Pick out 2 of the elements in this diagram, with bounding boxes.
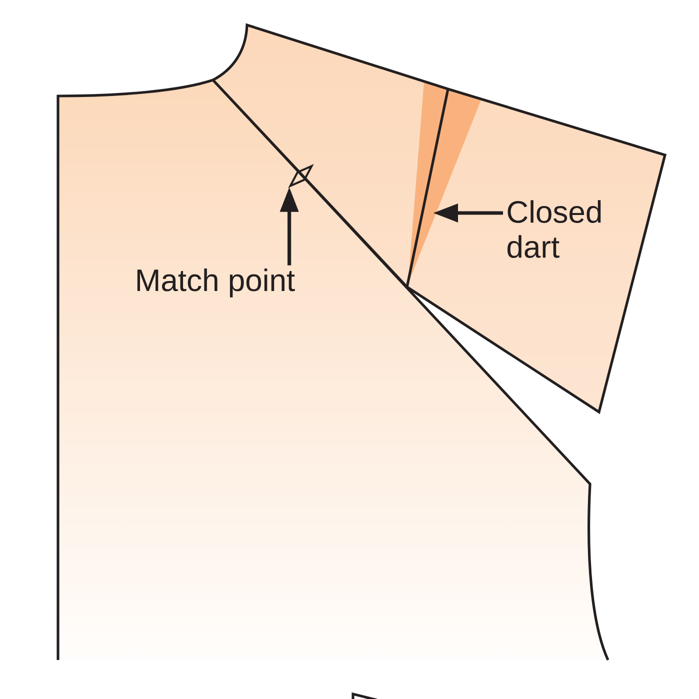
callout-label: Match point <box>137 268 295 298</box>
callout-label: Closed dart <box>508 200 601 258</box>
